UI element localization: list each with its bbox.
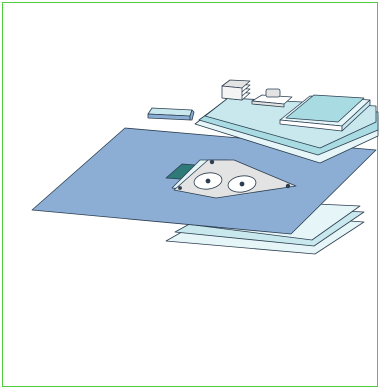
towel-stack [222, 80, 250, 100]
tube-holder [148, 108, 194, 120]
